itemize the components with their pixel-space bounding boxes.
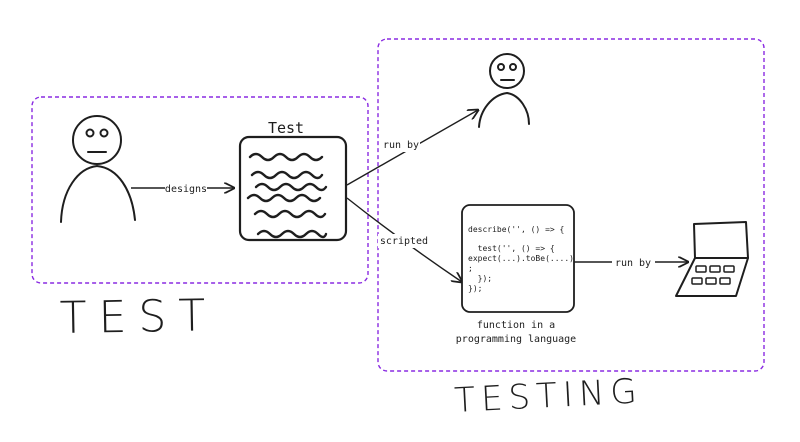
code-line: }); [468, 284, 482, 293]
code-line: test('', () => { [468, 244, 555, 253]
test-document-title: Test [268, 119, 304, 137]
scribble-lines-icon [246, 152, 328, 239]
code-caption-line1: function in a [477, 320, 555, 331]
scripted-edge: scripted [346, 197, 462, 282]
scripted-edge-label: scripted [380, 236, 428, 247]
run-by-person-label: run by [383, 140, 419, 151]
designs-edge-label: designs [165, 184, 207, 195]
test-document: Test [238, 119, 348, 242]
run-by-person-edge: run by [346, 110, 478, 186]
code-line: ; [468, 264, 473, 273]
code-caption-line2: programming language [456, 334, 576, 345]
testing-region-title: TESTING [453, 371, 643, 421]
test-region-title: TEST [59, 290, 217, 344]
designs-edge: designs [131, 184, 234, 195]
laptop-icon [675, 221, 749, 297]
run-by-computer-label: run by [615, 258, 651, 269]
code-line: }); [468, 274, 492, 283]
designer-person-icon [60, 115, 136, 223]
test-region-border [31, 96, 369, 284]
code-line: describe('', () => { [468, 225, 564, 234]
code-line: expect(...).toBe(....) [468, 254, 574, 263]
run-by-computer-edge: run by [574, 258, 688, 269]
runner-person-icon [478, 53, 530, 128]
code-box: describe('', () => { test('', () => { ex… [461, 204, 575, 313]
testing-region-border [377, 38, 765, 372]
